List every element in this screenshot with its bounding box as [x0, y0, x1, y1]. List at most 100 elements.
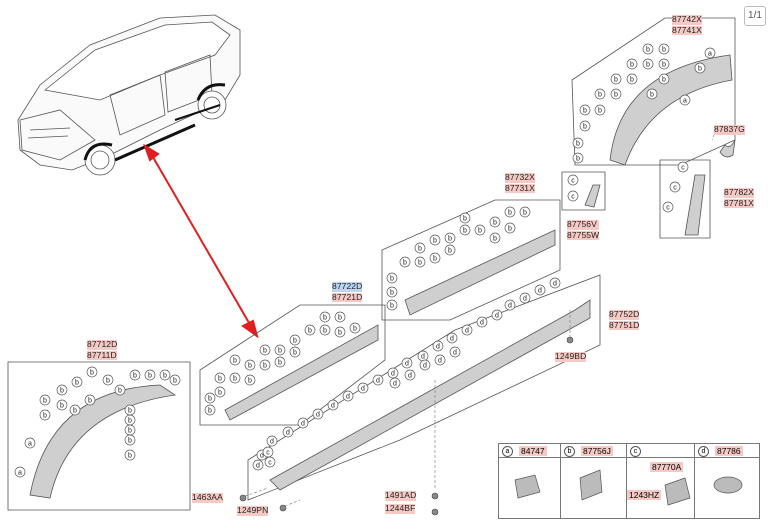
callout-circle-c	[662, 201, 674, 213]
callout-letter-b: b	[128, 418, 132, 425]
callout-letter-b: b	[614, 92, 618, 99]
callout-letter-b: b	[106, 378, 110, 385]
callout-circle-b	[399, 256, 411, 268]
callout-circle-b	[386, 272, 398, 284]
rear-arch-part	[609, 54, 733, 166]
callout-letter-d: d	[508, 303, 512, 310]
callout-circle-b	[214, 372, 226, 384]
callout-letter-b: b	[208, 408, 212, 415]
callout-letter-b: b	[218, 376, 222, 383]
callout-letter-d: d	[495, 313, 499, 320]
callout-letter-d: d	[423, 363, 427, 370]
callout-letter-b: b	[523, 210, 527, 217]
callout-circle-b	[334, 311, 346, 323]
callout-circle-b	[694, 62, 706, 74]
callout-letter-b: b	[73, 408, 77, 415]
callout-circle-b	[489, 232, 501, 244]
callout-circle-b	[289, 346, 301, 358]
callout-letter-d: d	[453, 350, 457, 357]
callout-circle-d	[534, 284, 546, 296]
callout-letter-d: d	[436, 344, 440, 351]
box-rear-door	[381, 199, 561, 321]
callout-circle-b	[319, 311, 331, 323]
callout-letter-b: b	[293, 338, 297, 345]
callout-circle-b	[504, 206, 516, 218]
callout-circle-d	[449, 346, 461, 358]
callout-circle-a	[24, 437, 36, 449]
callout-circle-b	[204, 392, 216, 404]
callout-letter-b: b	[60, 403, 64, 410]
callout-letter-d: d	[421, 354, 425, 361]
callout-circle-b	[39, 394, 51, 406]
callout-circle-d	[327, 399, 339, 411]
callout-circle-d	[491, 309, 503, 321]
callout-circle-d	[312, 408, 324, 420]
callout-letter-b: b	[308, 328, 312, 335]
callout-letter-c: c	[681, 165, 685, 172]
callout-letter-d: d	[465, 328, 469, 335]
callout-letter-b: b	[118, 388, 122, 395]
callout-letter-d: d	[361, 386, 365, 393]
callout-letter-b: b	[662, 47, 666, 54]
callout-circle-b	[610, 88, 622, 100]
callout-circle-b	[579, 120, 591, 132]
callout-letter-b: b	[463, 216, 467, 223]
callout-circle-b	[459, 224, 471, 236]
callout-letter-b: b	[128, 428, 132, 435]
callout-letter-b: b	[598, 108, 602, 115]
callout-letter-b: b	[163, 373, 167, 380]
callout-letter-b: b	[508, 226, 512, 233]
callout-letter-d: d	[376, 378, 380, 385]
callout-circle-d	[282, 426, 294, 438]
callout-circle-b	[474, 224, 486, 236]
callout-circle-d	[446, 332, 458, 344]
callout-circle-b	[129, 369, 141, 381]
callout-circle-b	[642, 58, 654, 70]
callout-letter-b: b	[448, 236, 452, 243]
callout-letter-d: d	[256, 463, 260, 470]
callout-circle-d	[504, 299, 516, 311]
callout-letter-b: b	[433, 256, 437, 263]
callout-letter-a: a	[18, 470, 22, 477]
callout-circle-b	[386, 299, 398, 311]
callout-letter-a: a	[683, 98, 687, 105]
callout-letter-b: b	[263, 348, 267, 355]
callout-circle-b	[594, 104, 606, 116]
callout-circle-c	[677, 161, 689, 173]
callout-letter-b: b	[128, 438, 132, 445]
callout-letter-b: b	[650, 92, 654, 99]
callout-letter-d: d	[260, 453, 264, 460]
callout-letter-b: b	[90, 370, 94, 377]
callout-letter-b: b	[148, 373, 152, 380]
callout-letter-b: b	[493, 220, 497, 227]
callout-circle-b	[169, 374, 181, 386]
callout-letter-b: b	[338, 315, 342, 322]
callout-circle-b	[459, 212, 471, 224]
callout-letter-b: b	[128, 453, 132, 460]
callout-letter-b: b	[43, 413, 47, 420]
callout-letter-b: b	[630, 77, 634, 84]
callout-letter-b: b	[263, 363, 267, 370]
callout-letter-b: b	[88, 398, 92, 405]
callout-circle-d	[549, 277, 561, 289]
car-rear-wheel	[197, 90, 227, 120]
callout-circle-c	[669, 181, 681, 193]
callout-circle-b	[69, 404, 81, 416]
callout-circle-d	[372, 374, 384, 386]
callout-circle-b	[642, 43, 654, 55]
callout-letter-b: b	[418, 260, 422, 267]
callout-circle-d	[432, 340, 444, 352]
callout-letter-b: b	[418, 246, 422, 253]
callout-circle-b	[414, 256, 426, 268]
callout-circle-d	[387, 367, 399, 379]
box-side-sill	[247, 274, 601, 501]
callout-circle-b	[444, 244, 456, 256]
callout-letter-b: b	[614, 77, 618, 84]
callout-letter-b: b	[133, 373, 137, 380]
